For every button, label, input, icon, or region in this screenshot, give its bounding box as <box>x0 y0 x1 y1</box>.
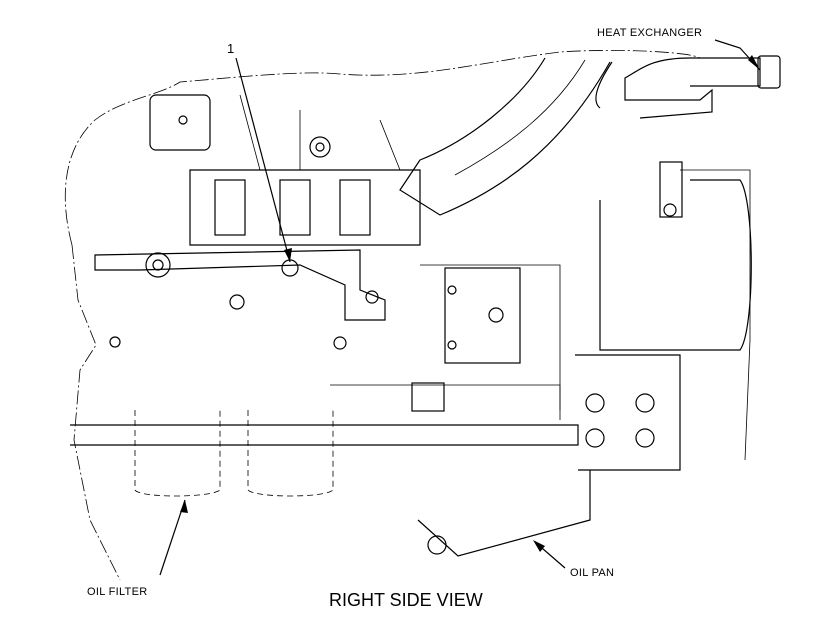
oil-cooler-housing <box>94 249 386 350</box>
oil-filter-label: OIL FILTER <box>87 586 148 598</box>
center-plate <box>420 264 561 410</box>
callout-number-1: 1 <box>227 41 235 56</box>
callout-1-leader <box>235 57 291 263</box>
heat-exchanger-label: HEAT EXCHANGER <box>597 27 703 39</box>
engine-outline <box>64 50 701 246</box>
heat-exchanger <box>595 55 781 119</box>
view-title: RIGHT SIDE VIEW <box>329 590 483 610</box>
heat-exchanger-leader <box>714 39 761 71</box>
oil-filter <box>134 410 334 497</box>
upper-block <box>149 94 421 246</box>
right-components <box>575 161 752 471</box>
oil-pan <box>70 382 591 557</box>
oil-pan-label: OIL PAN <box>570 567 615 579</box>
oil-filter-leader <box>159 499 186 576</box>
